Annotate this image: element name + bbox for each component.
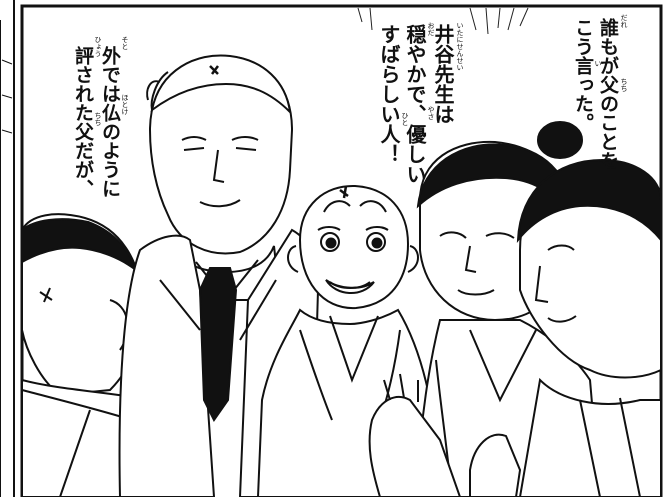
furigana-odayaka: おだ (427, 22, 435, 36)
furigana-hotoke: ほとけ (121, 94, 129, 115)
furigana-yasa: やさ (427, 106, 435, 120)
figure-right-man (516, 158, 662, 497)
furigana-hyou: ひょう (94, 36, 102, 57)
speech-left-line2: 評された父だが、 (72, 46, 94, 198)
furigana-chichi-1: ちち (620, 78, 628, 92)
furigana-soto: そと (121, 36, 129, 50)
speech-top-right-line2: こう言った。 (572, 18, 594, 132)
furigana-i: い (594, 60, 602, 67)
speech-center-line3: すばらしい人！ (377, 24, 401, 164)
left-adjacent-panel (0, 0, 15, 497)
speech-left-line1: 外では仏のように (99, 46, 121, 198)
furigana-dare: だれ (620, 14, 628, 28)
furigana-hito: ひと (401, 112, 409, 126)
speech-center-line1: 井谷先生は (431, 24, 455, 124)
furigana-itani-sensei: いたにせんせい (456, 22, 464, 71)
furigana-chichi-2: ちち (94, 112, 102, 126)
clapping-hands (368, 373, 522, 497)
speech-top-right-line1: 誰もが父のことを (597, 18, 619, 170)
speech-center-line2: 穏やかで、優しい (403, 24, 427, 184)
speed-lines (357, 7, 529, 35)
